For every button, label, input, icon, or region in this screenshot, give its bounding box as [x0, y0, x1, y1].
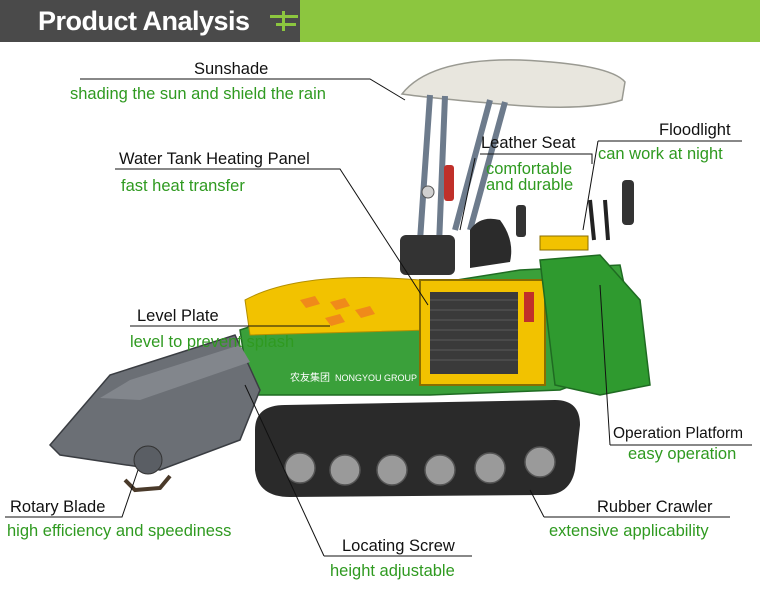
rubber-crawler-label: Rubber Crawler [597, 498, 713, 516]
brand-en: NONGYOU GROUP [335, 373, 417, 383]
water-tank-desc: fast heat transfer [121, 177, 245, 195]
header-bar: Product Analysis [0, 0, 760, 42]
operation-platform-desc: easy operation [628, 445, 737, 463]
sunshade-desc: shading the sun and shield the rain [70, 85, 326, 103]
operation-platform [539, 254, 651, 396]
leather-seat-desc-2: and durable [486, 176, 574, 194]
canopy-frame [415, 94, 508, 271]
rotary-blade [133, 445, 163, 475]
locating-screw-label: Locating Screw [342, 537, 455, 555]
page-title: Product Analysis [38, 6, 250, 36]
callout-lines [5, 78, 752, 557]
leather-seat-desc-1: comfortable [486, 160, 573, 178]
level-plate-label: Level Plate [137, 307, 219, 325]
leather-seat-label: Leather Seat [481, 134, 576, 152]
sunshade-label: Sunshade [194, 60, 269, 78]
menu-icon [270, 11, 298, 31]
floodlight [539, 235, 589, 251]
brand-cn: 农友集团 [290, 371, 330, 384]
fire-extinguisher [444, 165, 454, 201]
sunshade-canopy [400, 59, 626, 108]
locating-screw-desc: height adjustable [330, 562, 455, 580]
leather-seat [470, 218, 512, 268]
engine-parts [400, 235, 455, 275]
rotary-blade-label: Rotary Blade [10, 498, 106, 516]
level-plate-desc: level to prevent splash [130, 333, 295, 351]
rubber-crawler-desc: extensive applicability [549, 522, 709, 540]
rotary-blade-desc: high efficiency and speediness [7, 522, 232, 540]
floodlight-label: Floodlight [659, 121, 731, 139]
gauge [421, 185, 435, 199]
level-plate [100, 345, 250, 400]
water-tank-label: Water Tank Heating Panel [119, 150, 310, 168]
floodlight-desc: can work at night [598, 145, 723, 163]
operation-platform-label: Operation Platform [613, 425, 744, 442]
header-title-panel [0, 0, 300, 42]
